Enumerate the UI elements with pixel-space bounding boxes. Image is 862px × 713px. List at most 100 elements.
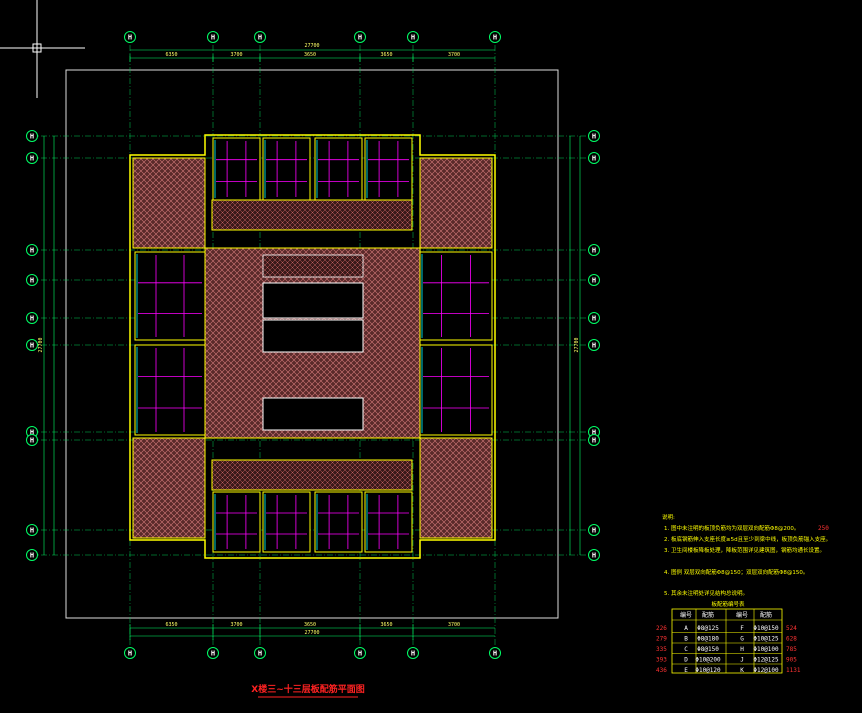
grid-bubble-left: H bbox=[30, 429, 34, 437]
rebar-table-right-value: 785 bbox=[786, 646, 797, 653]
rebar-table-left-value: 436 bbox=[656, 667, 667, 674]
rebar-table-cell: J bbox=[740, 657, 744, 664]
outer-frame bbox=[65, 69, 559, 619]
dim-right-total: 27700 bbox=[574, 337, 580, 352]
rebar-table-right-value: 628 bbox=[786, 636, 797, 643]
grid-bubble-left: H bbox=[30, 133, 34, 141]
grid-bubble-left-circle bbox=[26, 524, 38, 536]
rebar-table-cell: Φ8@180 bbox=[697, 636, 719, 643]
rebar-table-cell: Φ12@100 bbox=[753, 667, 779, 674]
room-cell bbox=[364, 137, 413, 201]
dim-bottom-segment: 3700 bbox=[448, 622, 460, 628]
rebar-table-right-value: 1131 bbox=[786, 667, 801, 674]
grid-bubble-bottom-circle bbox=[207, 647, 219, 659]
rebar-table-cell: G bbox=[740, 636, 744, 643]
grid-bubble-top: H bbox=[128, 34, 132, 42]
room-cell bbox=[419, 251, 493, 341]
room-cell bbox=[419, 344, 493, 436]
grid-bubble-left: H bbox=[30, 437, 34, 445]
dim-bottom-segment: 6350 bbox=[165, 622, 177, 628]
grid-bubble-top: H bbox=[258, 34, 262, 42]
grid-bubble-right: H bbox=[592, 277, 596, 285]
rebar-table-right-value: 524 bbox=[786, 625, 797, 632]
grid-bubble-top: H bbox=[493, 34, 497, 42]
grid-bubble-bottom: H bbox=[211, 650, 215, 658]
rebar-table-left-value: 279 bbox=[656, 636, 667, 643]
rebar-table-header: 编号 bbox=[736, 611, 748, 619]
rebar-table-cell: Φ10@120 bbox=[695, 667, 721, 674]
rebar-table-cell: D bbox=[684, 657, 688, 664]
grid-bubble-bottom: H bbox=[358, 650, 362, 658]
grid-bubble-right: H bbox=[592, 133, 596, 141]
rebar-table-cell: Φ10@100 bbox=[753, 646, 779, 653]
note-5: 5. 其余未注明处详见结构总说明。 bbox=[664, 589, 748, 597]
rebar-table-cell: Φ12@125 bbox=[753, 657, 779, 664]
grid-bubble-right: H bbox=[592, 437, 596, 445]
grid-bubble-right-circle bbox=[588, 244, 600, 256]
grid-bubble-bottom-circle bbox=[124, 647, 136, 659]
note-3: 3. 卫生间楼板降板处理，降板范围详见建筑图，钢筋均通长设置。 bbox=[664, 546, 825, 554]
grid-bubble-bottom-circle bbox=[489, 647, 501, 659]
grid-bubble-right-circle bbox=[588, 549, 600, 561]
dim-bottom-total: 27700 bbox=[304, 630, 319, 636]
grid-bubble-right-circle bbox=[588, 274, 600, 286]
rebar-table-header: 配筋 bbox=[702, 611, 714, 619]
rebar-table-cell: Φ8@125 bbox=[697, 625, 719, 632]
grid-bubble-right-circle bbox=[588, 152, 600, 164]
rebar-table-header: 配筋 bbox=[760, 611, 772, 619]
grid-bubble-left-circle bbox=[26, 549, 38, 561]
grid-bubble-bottom: H bbox=[493, 650, 497, 658]
room-cell bbox=[314, 137, 363, 201]
grid-bubble-left: H bbox=[30, 342, 34, 350]
grid-bubble-right-circle bbox=[588, 312, 600, 324]
room-cell bbox=[134, 251, 206, 341]
grid-bubble-bottom-circle bbox=[354, 647, 366, 659]
grid-bubble-bottom-circle bbox=[254, 647, 266, 659]
dim-top-segment: 3650 bbox=[304, 52, 316, 58]
grid-bubble-left-circle bbox=[26, 274, 38, 286]
room-cell bbox=[212, 137, 261, 201]
rebar-table-left-value: 393 bbox=[656, 657, 667, 664]
grid-bubble-left: H bbox=[30, 155, 34, 163]
grid-bubble-left: H bbox=[30, 277, 34, 285]
dim-top-segment: 3700 bbox=[448, 52, 460, 58]
grid-bubble-right: H bbox=[592, 552, 596, 560]
building-outline bbox=[129, 134, 496, 559]
note-1: 1. 图中未注明的板顶负筋均为双层双向配筋Φ8@200。 bbox=[664, 524, 799, 532]
dim-bottom-segment: 3650 bbox=[380, 622, 392, 628]
grid-bubble-top-circle bbox=[489, 31, 501, 43]
rebar-table-cell: B bbox=[684, 636, 688, 643]
grid-bubble-left-circle bbox=[26, 434, 38, 446]
grid-bubble-top-circle bbox=[207, 31, 219, 43]
crosshair-cursor bbox=[0, 0, 85, 98]
grid-bubble-left-circle bbox=[26, 152, 38, 164]
grid-bubble-right: H bbox=[592, 342, 596, 350]
general-notes: 说明: 1. 图中未注明的板顶负筋均为双层双向配筋Φ8@200。 2. 板底钢筋… bbox=[662, 513, 831, 597]
grid-bubble-left: H bbox=[30, 315, 34, 323]
notes-heading: 说明: bbox=[662, 513, 675, 521]
grid-bubble-top: H bbox=[211, 34, 215, 42]
room-cell bbox=[314, 491, 363, 553]
rebar-table-right-value: 905 bbox=[786, 657, 797, 664]
grid-bubble-right-circle bbox=[588, 130, 600, 142]
rebar-table-cell: Φ10@125 bbox=[753, 636, 779, 643]
grid-bubble-left-circle bbox=[26, 312, 38, 324]
rebar-table-cell: K bbox=[740, 667, 744, 674]
rebar-table-cell: Φ10@150 bbox=[753, 625, 779, 632]
grid-bubble-bottom-circle bbox=[407, 647, 419, 659]
rebar-table-left-value: 226 bbox=[656, 625, 667, 632]
note-2: 2. 板底钢筋伸入支座长度≥5d且至少到梁中线，板顶负筋锚入支座。 bbox=[664, 535, 831, 543]
room-cells bbox=[134, 137, 493, 553]
grid-bubble-top: H bbox=[411, 34, 415, 42]
grid-bubble-bottom: H bbox=[128, 650, 132, 658]
dim-left-total: 27700 bbox=[38, 337, 44, 352]
rebar-table-cell: F bbox=[740, 625, 744, 632]
dim-top-segment: 6350 bbox=[165, 52, 177, 58]
room-cell bbox=[134, 344, 206, 436]
dimension-lines bbox=[43, 49, 581, 637]
grid-bubble-right: H bbox=[592, 247, 596, 255]
